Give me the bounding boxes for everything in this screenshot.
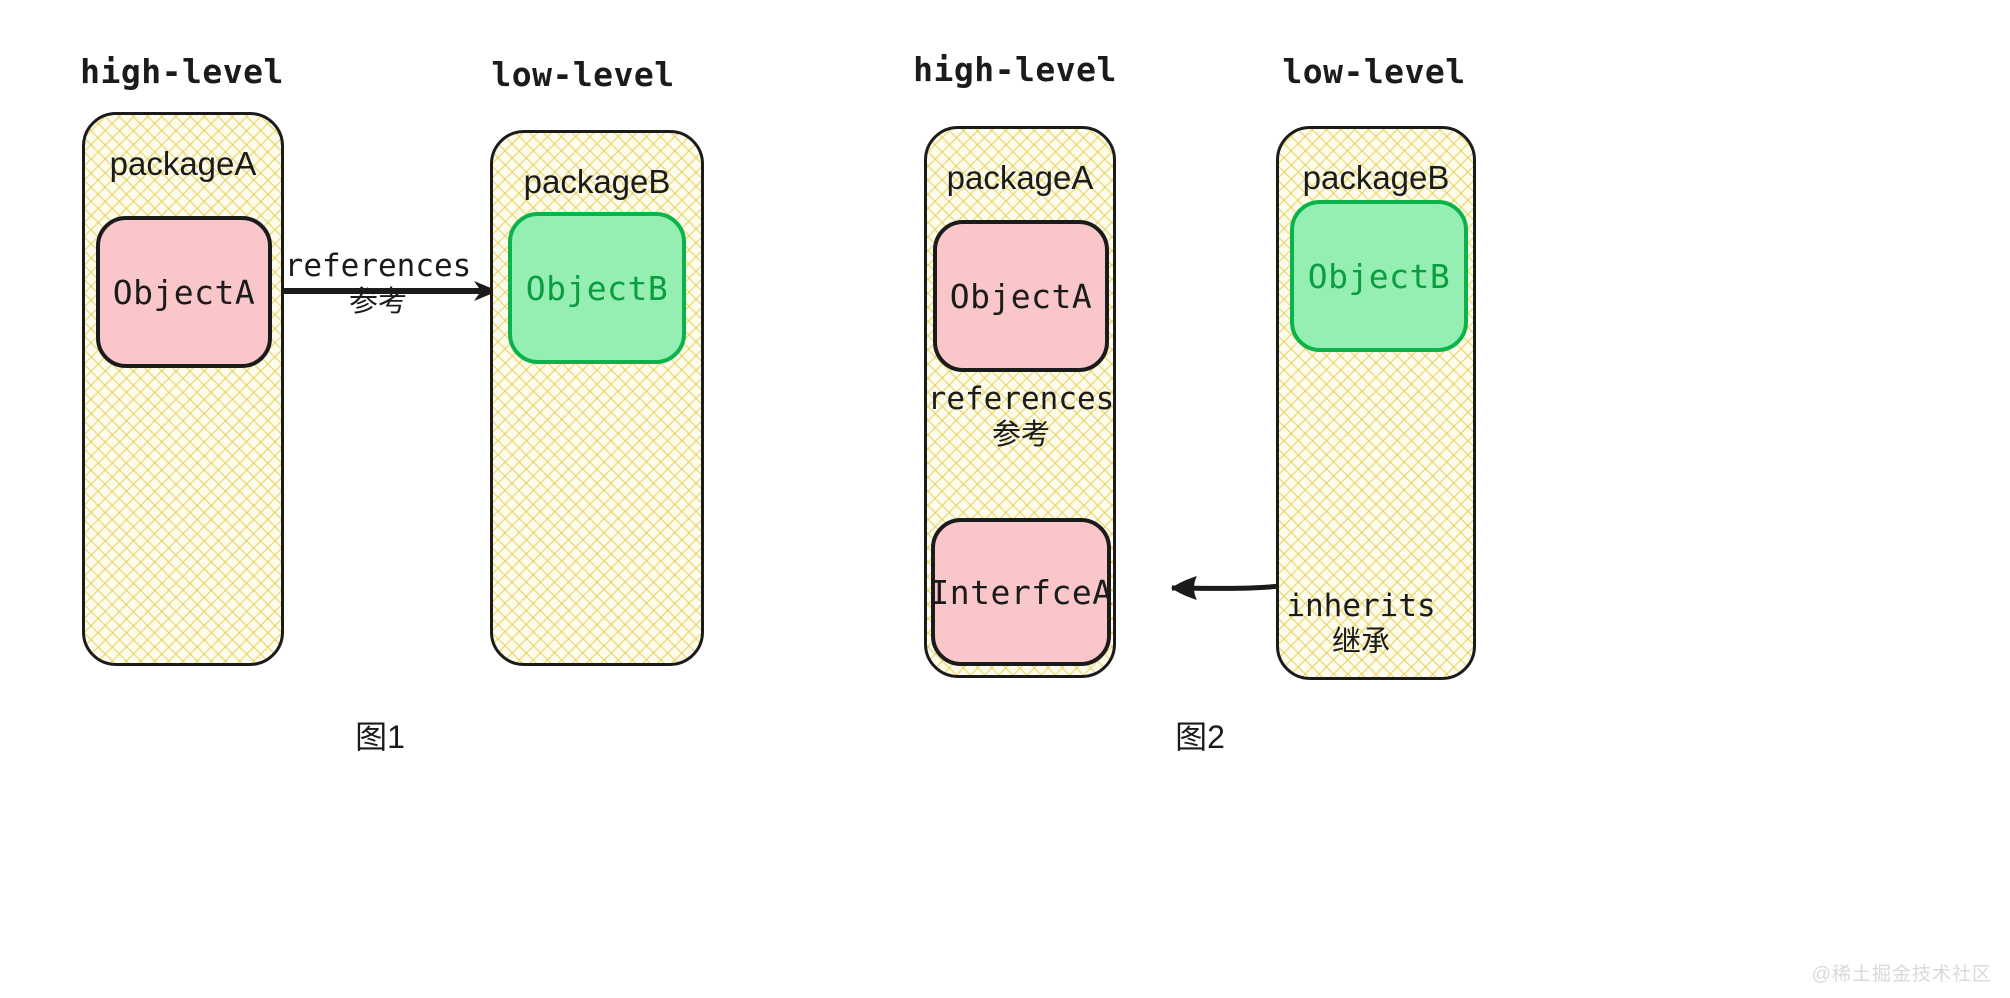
node-object-a-fig1[interactable]: ObjectA [96, 216, 272, 368]
caption-fig1: 图1 [355, 719, 405, 755]
edge-label-inherits-en-fig2: inherits [1286, 588, 1436, 624]
edge-label-references-zh-fig2: 参考 [991, 418, 1051, 451]
node-object-a-fig2[interactable]: ObjectA [933, 220, 1109, 372]
edge-label-inherits-fig2: inherits 继承 [1286, 588, 1435, 659]
watermark: @稀土掘金技术社区 [1811, 964, 1992, 985]
caption-fig2: 图2 [1175, 719, 1225, 755]
package-b-fig1: packageB [490, 130, 704, 666]
package-b-label-fig2: packageB [1302, 159, 1450, 196]
package-a-label-fig2: packageA [946, 159, 1094, 196]
node-object-b-fig2[interactable]: ObjectB [1290, 200, 1468, 352]
edge-label-references-zh-fig1: 参考 [348, 285, 408, 318]
heading-low-level-fig2: low-level [1282, 52, 1466, 91]
package-b-label-fig1: packageB [523, 163, 671, 200]
edge-label-references-en-fig2: references [927, 381, 1115, 417]
heading-low-level-fig1: low-level [491, 55, 675, 94]
package-a-fig1: packageA [82, 112, 284, 666]
node-object-b-fig1[interactable]: ObjectB [508, 212, 686, 364]
edge-label-references-fig2: references 参考 [928, 381, 1115, 452]
heading-high-level-fig1: high-level [80, 52, 284, 91]
heading-high-level-fig2: high-level [913, 50, 1117, 89]
node-interfce-a-fig2[interactable]: InterfceA [929, 518, 1112, 666]
edge-label-references-fig1: references 参考 [285, 248, 472, 319]
edge-label-references-en-fig1: references [284, 248, 472, 284]
package-a-label-fig1: packageA [109, 145, 257, 182]
edge-label-inherits-zh-fig2: 继承 [1331, 625, 1390, 658]
